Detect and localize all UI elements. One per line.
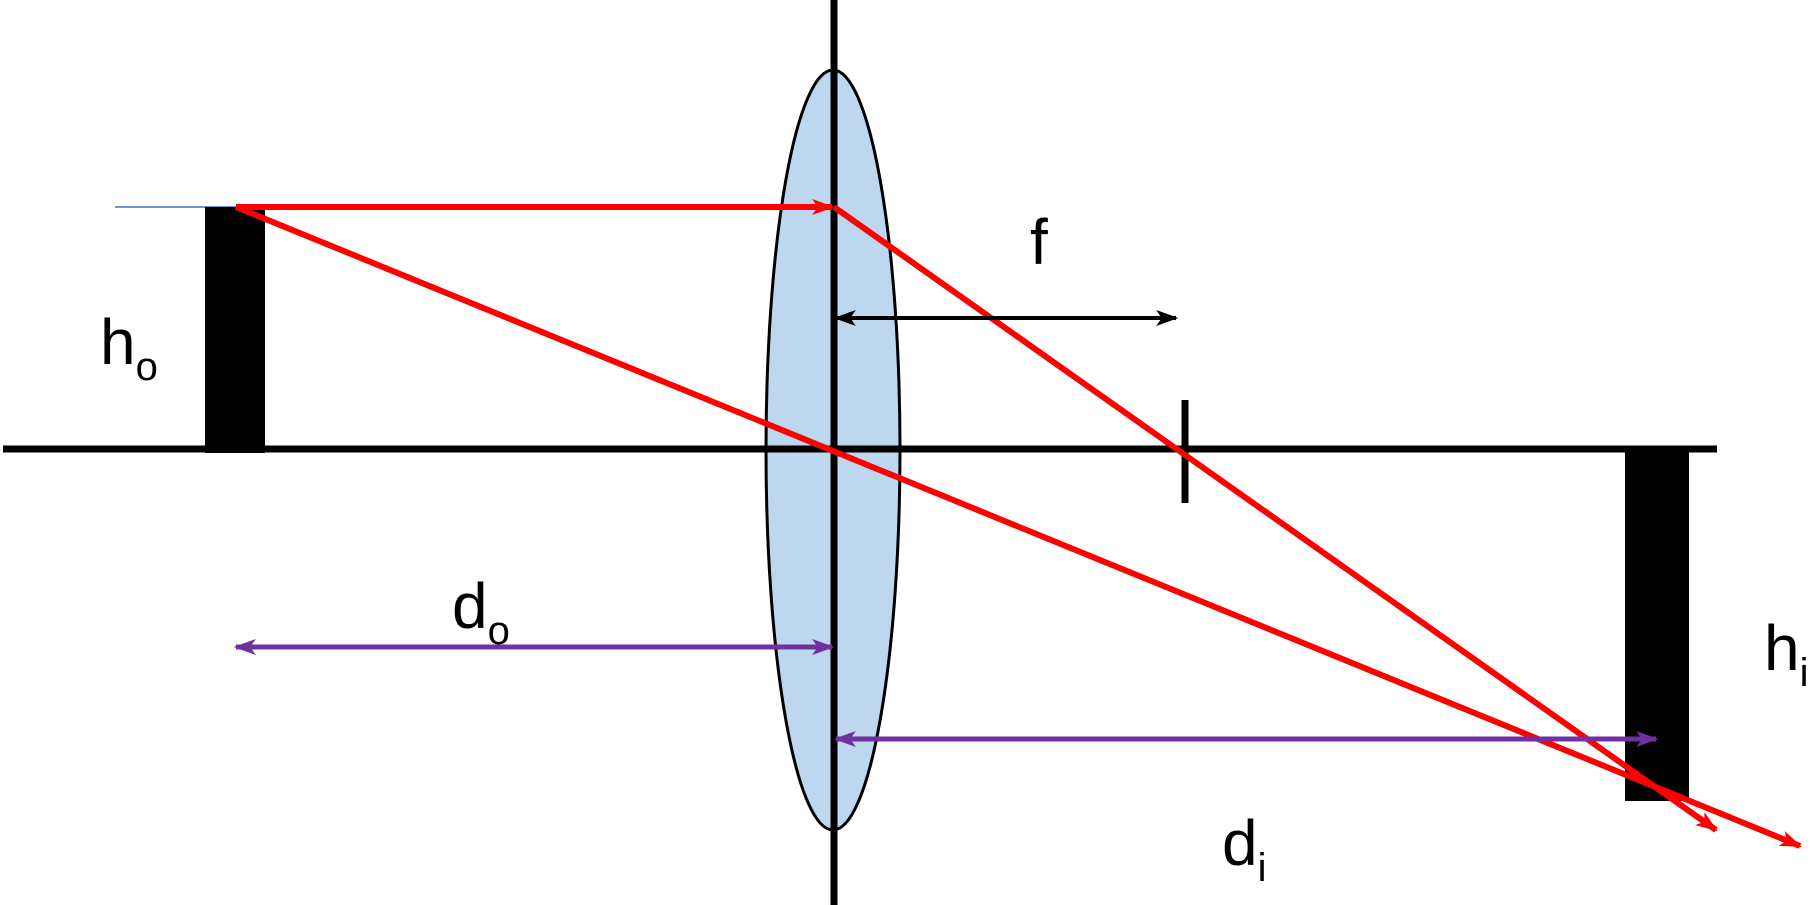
- image-distance-label: di: [1222, 807, 1266, 890]
- image-height-label: hi: [1764, 612, 1808, 695]
- image-height-symbol: h: [1764, 612, 1800, 684]
- object: [205, 207, 265, 453]
- object-distance-symbol: d: [452, 570, 488, 642]
- object-height-symbol: h: [100, 306, 136, 378]
- object-distance-label: do: [452, 570, 510, 653]
- focal-length-label: f: [1030, 206, 1048, 278]
- object-distance-subscript: o: [488, 609, 510, 653]
- image-distance-symbol: d: [1222, 807, 1258, 879]
- image-height-subscript: i: [1800, 651, 1809, 695]
- image: [1625, 449, 1689, 801]
- focal-length-symbol: f: [1030, 206, 1048, 278]
- object-height-label: ho: [100, 306, 158, 389]
- image-distance-subscript: i: [1258, 846, 1267, 890]
- central-ray: [234, 204, 1803, 849]
- object-height-subscript: o: [136, 345, 158, 389]
